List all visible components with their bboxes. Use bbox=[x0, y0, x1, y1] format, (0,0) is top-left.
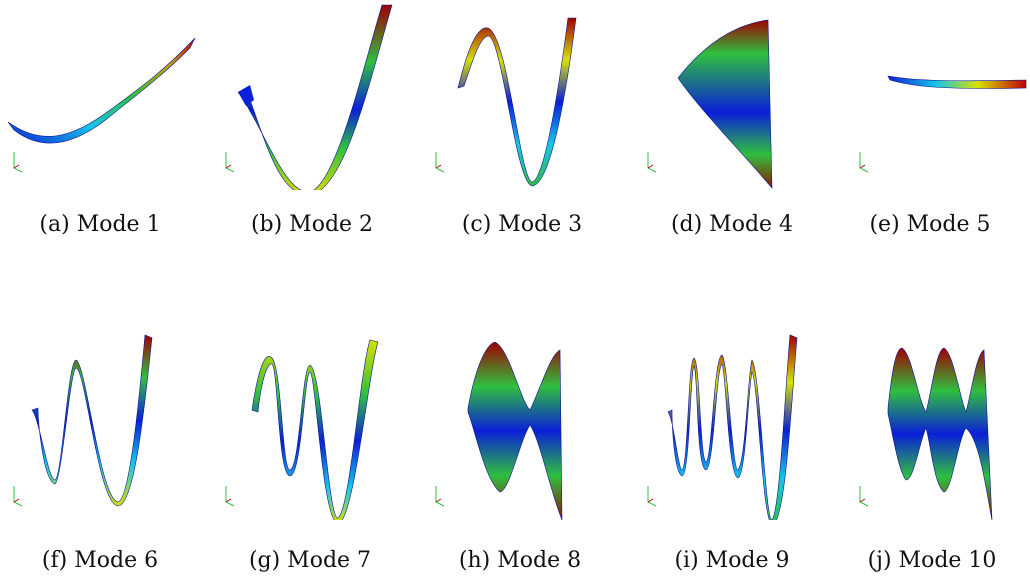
axis-triad-icon bbox=[13, 152, 23, 173]
mode-9-panel bbox=[630, 330, 830, 520]
mode-5-panel bbox=[840, 0, 1030, 190]
mode-4-panel bbox=[630, 0, 830, 190]
mode-1-panel bbox=[0, 0, 200, 190]
mode-5-shape bbox=[887, 75, 1027, 89]
mode-6-caption: (f) Mode 6 bbox=[41, 548, 159, 573]
mode-10-panel bbox=[840, 330, 1030, 520]
mode-3-caption: (c) Mode 3 bbox=[461, 212, 583, 237]
mode-9-caption: (i) Mode 9 bbox=[674, 548, 790, 573]
mode-3-shape bbox=[457, 17, 577, 187]
mode-10-shape bbox=[887, 347, 993, 520]
mode-5-caption: (e) Mode 5 bbox=[869, 212, 991, 237]
mode-2-panel bbox=[210, 0, 410, 190]
mode-7-panel bbox=[210, 330, 410, 520]
mode-6-shape bbox=[31, 334, 153, 507]
mode-3-panel bbox=[420, 0, 620, 190]
axis-triad-icon bbox=[859, 152, 869, 173]
mode-2-caption: (b) Mode 2 bbox=[250, 212, 374, 237]
axis-triad-icon bbox=[435, 152, 445, 173]
axis-triad-icon bbox=[859, 486, 869, 507]
mode-9-shape bbox=[667, 334, 798, 520]
mode-10-caption: (j) Mode 10 bbox=[867, 548, 997, 573]
axis-triad-icon bbox=[13, 486, 23, 507]
mode-8-caption: (h) Mode 8 bbox=[458, 548, 582, 573]
axis-triad-icon bbox=[225, 486, 235, 507]
axis-triad-icon bbox=[225, 152, 235, 173]
axis-triad-icon bbox=[435, 486, 445, 507]
mode-7-shape bbox=[251, 339, 379, 520]
mode-8-panel bbox=[420, 330, 620, 520]
mode-2-shape bbox=[237, 4, 393, 190]
axis-triad-icon bbox=[647, 486, 657, 507]
axis-triad-icon bbox=[647, 152, 657, 173]
mode-4-caption: (d) Mode 4 bbox=[670, 212, 794, 237]
mode-7-caption: (g) Mode 7 bbox=[248, 548, 372, 573]
mode-4-shape bbox=[677, 19, 773, 189]
mode-1-shape bbox=[7, 37, 196, 144]
mode-1-caption: (a) Mode 1 bbox=[39, 212, 161, 237]
mode-8-shape bbox=[467, 341, 563, 520]
mode-6-panel bbox=[0, 330, 200, 520]
